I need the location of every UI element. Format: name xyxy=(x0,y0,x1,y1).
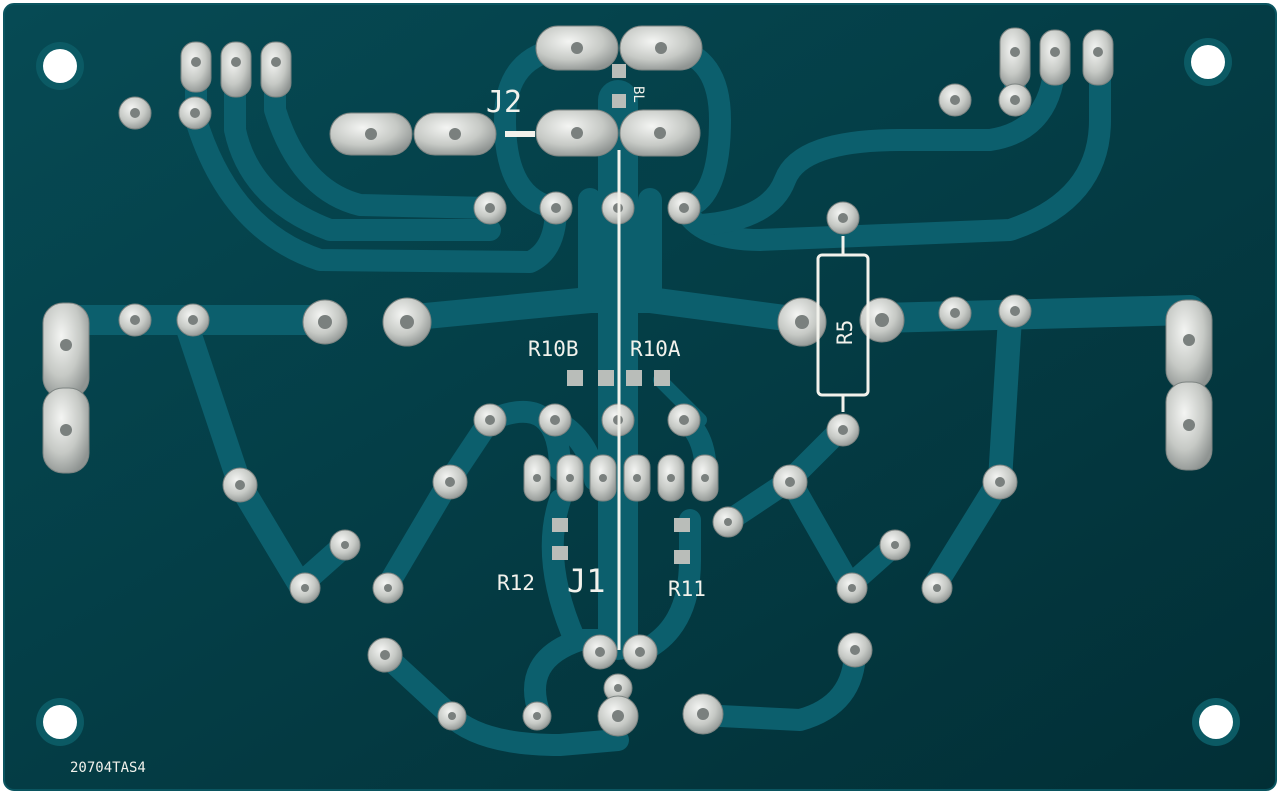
pad xyxy=(1039,29,1071,86)
smd-pad xyxy=(612,94,626,108)
smd-pad xyxy=(626,370,642,386)
smd-pad xyxy=(598,370,614,386)
silkscreen-lines xyxy=(505,131,870,650)
label-j1: J1 xyxy=(567,562,606,600)
trace xyxy=(185,54,567,273)
trace xyxy=(689,44,1066,236)
trace xyxy=(264,54,501,219)
smd-pad xyxy=(612,64,626,78)
smd-pad xyxy=(654,370,670,386)
smd-pads xyxy=(552,64,690,564)
label-r5: R5 xyxy=(833,320,857,345)
label-r10b: R10B xyxy=(528,337,579,361)
pad xyxy=(260,41,292,98)
pad xyxy=(999,27,1031,89)
label-r10a: R10A xyxy=(630,337,681,361)
mounting-holes xyxy=(36,38,1240,746)
label-r11: R11 xyxy=(668,577,706,601)
trace xyxy=(173,308,357,597)
trace xyxy=(494,37,576,219)
pcb-board xyxy=(3,3,1277,791)
pad xyxy=(1082,29,1114,86)
pad xyxy=(220,41,252,98)
label-bl: BL xyxy=(630,86,646,103)
trace xyxy=(541,489,586,651)
label-r12: R12 xyxy=(497,571,535,595)
smd-pad xyxy=(674,550,690,564)
smd-pad xyxy=(552,518,568,532)
silkscreen-text: J2 BL R10B R10A R5 R12 J1 R11 20704TAS4 xyxy=(70,85,857,776)
label-board-id: 20704TAS4 xyxy=(70,760,146,776)
smd-pad xyxy=(674,518,690,532)
smd-pad xyxy=(552,546,568,560)
drill-holes xyxy=(60,42,1195,722)
trace xyxy=(865,295,1205,333)
trace xyxy=(224,54,501,241)
smd-pad xyxy=(567,370,583,386)
label-j2: J2 xyxy=(486,85,522,120)
